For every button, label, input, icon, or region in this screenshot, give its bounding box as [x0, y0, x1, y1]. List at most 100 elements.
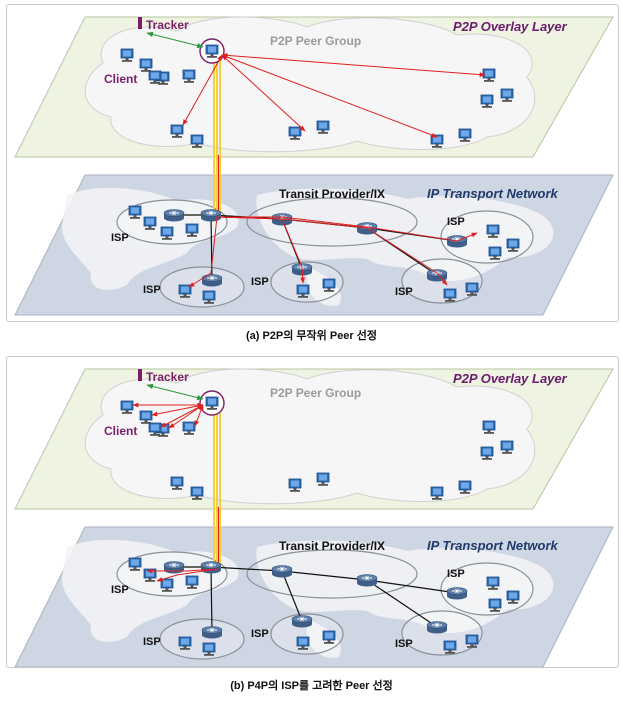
- isp-ellipse: [270, 261, 344, 303]
- computer-icon: [465, 634, 479, 648]
- network-link: [281, 570, 303, 622]
- isp-label: ISP: [447, 216, 465, 228]
- peer-selection-arrow: [160, 404, 204, 428]
- tracker-client-arrow: [146, 383, 204, 401]
- overlay-layer-label: P2P Overlay Layer: [453, 371, 568, 386]
- computer-icon: [143, 216, 157, 230]
- computer-icon: [128, 557, 142, 571]
- isp-label: ISP: [447, 568, 465, 580]
- computer-icon: [482, 420, 496, 434]
- data-path: [146, 568, 218, 574]
- data-path: [156, 568, 218, 582]
- router-icon: [426, 621, 448, 634]
- isp-ellipse: [270, 613, 344, 655]
- ip-network-label: IP Transport Network: [427, 186, 559, 201]
- computer-icon: [480, 94, 494, 108]
- peer-group-label: P2P Peer Group: [270, 386, 361, 400]
- isp-ellipse: [159, 618, 245, 660]
- computer-icon: [316, 472, 330, 486]
- transit-provider-label: Transit Provider/IX: [279, 539, 385, 553]
- computer-icon: [190, 486, 204, 500]
- computer-icon: [178, 284, 192, 298]
- caption-random-selection: (a) P2P의 무작위 Peer 선정: [245, 330, 378, 342]
- computer-icon: [458, 128, 472, 142]
- computer-icon: [465, 282, 479, 296]
- computer-icon: [480, 446, 494, 460]
- peer-group-label: P2P Peer Group: [270, 34, 361, 48]
- isp-label: ISP: [111, 584, 129, 596]
- ip-network-label: IP Transport Network: [427, 538, 559, 553]
- router-icon: [200, 561, 222, 574]
- computer-icon: [148, 70, 162, 84]
- isp-label: ISP: [395, 286, 413, 298]
- transit-provider-label: Transit Provider/IX: [279, 187, 385, 201]
- computer-icon: [506, 238, 520, 252]
- computer-icon: [160, 226, 174, 240]
- transit-provider-ellipse: [246, 549, 418, 599]
- data-path: [216, 216, 306, 284]
- network-link: [210, 566, 283, 572]
- router-icon: [356, 574, 378, 587]
- computer-icon: [170, 476, 184, 490]
- router-icon: [163, 561, 185, 574]
- overlay-layer-label: P2P Overlay Layer: [453, 19, 568, 34]
- computer-icon: [190, 134, 204, 148]
- router-icon: [291, 615, 313, 628]
- computer-icon: [185, 575, 199, 589]
- peer-selection-arrow: [221, 54, 438, 138]
- computer-icon: [443, 640, 457, 654]
- isp-label: ISP: [251, 628, 269, 640]
- computer-icon: [506, 590, 520, 604]
- computer-icon: [288, 478, 302, 492]
- network-link: [366, 579, 458, 594]
- computer-icon: [205, 396, 219, 410]
- computer-icon: [488, 246, 502, 260]
- computer-icon: [296, 284, 310, 298]
- data-path: [217, 216, 478, 242]
- peer-selection-arrow: [182, 54, 223, 126]
- tracker-icon: [138, 369, 142, 381]
- isp-ellipse: [116, 199, 228, 245]
- computer-icon: [170, 124, 184, 138]
- tracker-icon: [138, 17, 142, 29]
- router-icon: [426, 269, 448, 282]
- continent-shape: [61, 187, 239, 290]
- computer-icon: [160, 578, 174, 592]
- isp-label: ISP: [251, 276, 269, 288]
- router-icon: [201, 626, 223, 639]
- isp-label: ISP: [395, 638, 413, 650]
- computer-icon: [178, 636, 192, 650]
- client-label: Client: [104, 424, 137, 438]
- computer-icon: [458, 480, 472, 494]
- isp-label: ISP: [111, 232, 129, 244]
- computer-icon: [486, 576, 500, 590]
- router-icon: [271, 565, 293, 578]
- caption-isp-aware-selection: (b) P4P의 ISP를 고려한 Peer 선정: [230, 680, 393, 692]
- computer-icon: [139, 58, 153, 72]
- client-label: Client: [104, 72, 137, 86]
- router-icon: [446, 587, 468, 600]
- tracker-label: Tracker: [146, 18, 189, 32]
- continent-shape: [61, 539, 239, 642]
- computer-icon: [120, 48, 134, 62]
- router-icon: [200, 209, 222, 222]
- network-link: [366, 579, 438, 628]
- network-link: [210, 566, 213, 633]
- transit-provider-ellipse: [246, 197, 418, 247]
- computer-icon: [488, 598, 502, 612]
- computer-icon: [443, 288, 457, 302]
- computer-icon: [148, 422, 162, 436]
- computer-icon: [185, 223, 199, 237]
- network-link: [281, 570, 368, 581]
- computer-icon: [500, 440, 514, 454]
- computer-icon: [296, 636, 310, 650]
- computer-icon: [486, 224, 500, 238]
- computer-icon: [322, 278, 336, 292]
- computer-icon: [430, 486, 444, 500]
- computer-icon: [500, 88, 514, 102]
- router-icon: [201, 274, 223, 287]
